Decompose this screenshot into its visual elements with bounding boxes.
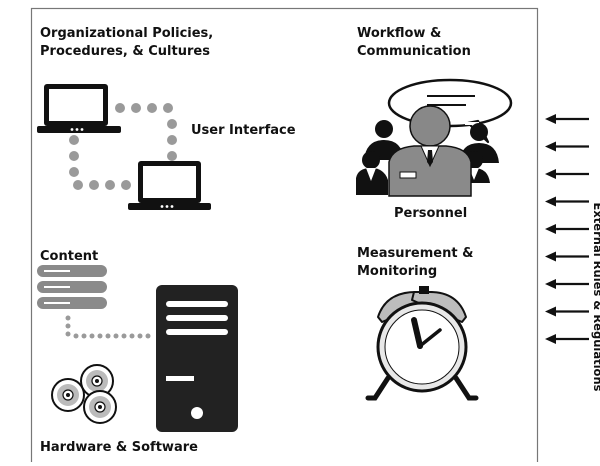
discs-icon (51, 364, 117, 424)
arrow-left-icon (545, 334, 589, 344)
computer-tower-icon (156, 285, 238, 432)
hardware-software-label: Hardware & Software (40, 440, 198, 455)
arrow-left-icon (545, 196, 589, 207)
policies-title-line1: Organizational Policies, (40, 26, 213, 41)
laptop-icon (37, 84, 121, 133)
measurement-title-line1: Measurement & (357, 246, 473, 261)
alarm-clock-icon (365, 286, 479, 401)
personnel-label: Personnel (394, 206, 467, 221)
policies-title-line2: Procedures, & Cultures (40, 44, 210, 59)
arrow-left-icon (545, 114, 589, 124)
people-icon (356, 105, 499, 197)
network-dots (69, 103, 177, 190)
workflow-title-line2: Communication (357, 44, 471, 59)
arrow-left-icon (545, 224, 589, 234)
content-label: Content (40, 249, 98, 264)
content-dots (65, 315, 151, 339)
speech-bubble-icon (387, 78, 513, 144)
user-interface-label: User Interface (191, 123, 296, 138)
external-rules-label: External Rules & Regulations (591, 203, 600, 392)
arrow-left-icon (545, 141, 589, 152)
arrow-left-icon (545, 169, 589, 179)
laptop-icon (128, 161, 211, 210)
external-arrows (545, 114, 589, 344)
server-stack-icon (37, 265, 107, 309)
workflow-title-line1: Workflow & (357, 26, 441, 41)
arrow-left-icon (545, 279, 589, 289)
measurement-title-line2: Monitoring (357, 264, 437, 279)
arrow-left-icon (545, 306, 589, 317)
arrow-left-icon (545, 251, 589, 262)
main-frame (30, 7, 539, 466)
